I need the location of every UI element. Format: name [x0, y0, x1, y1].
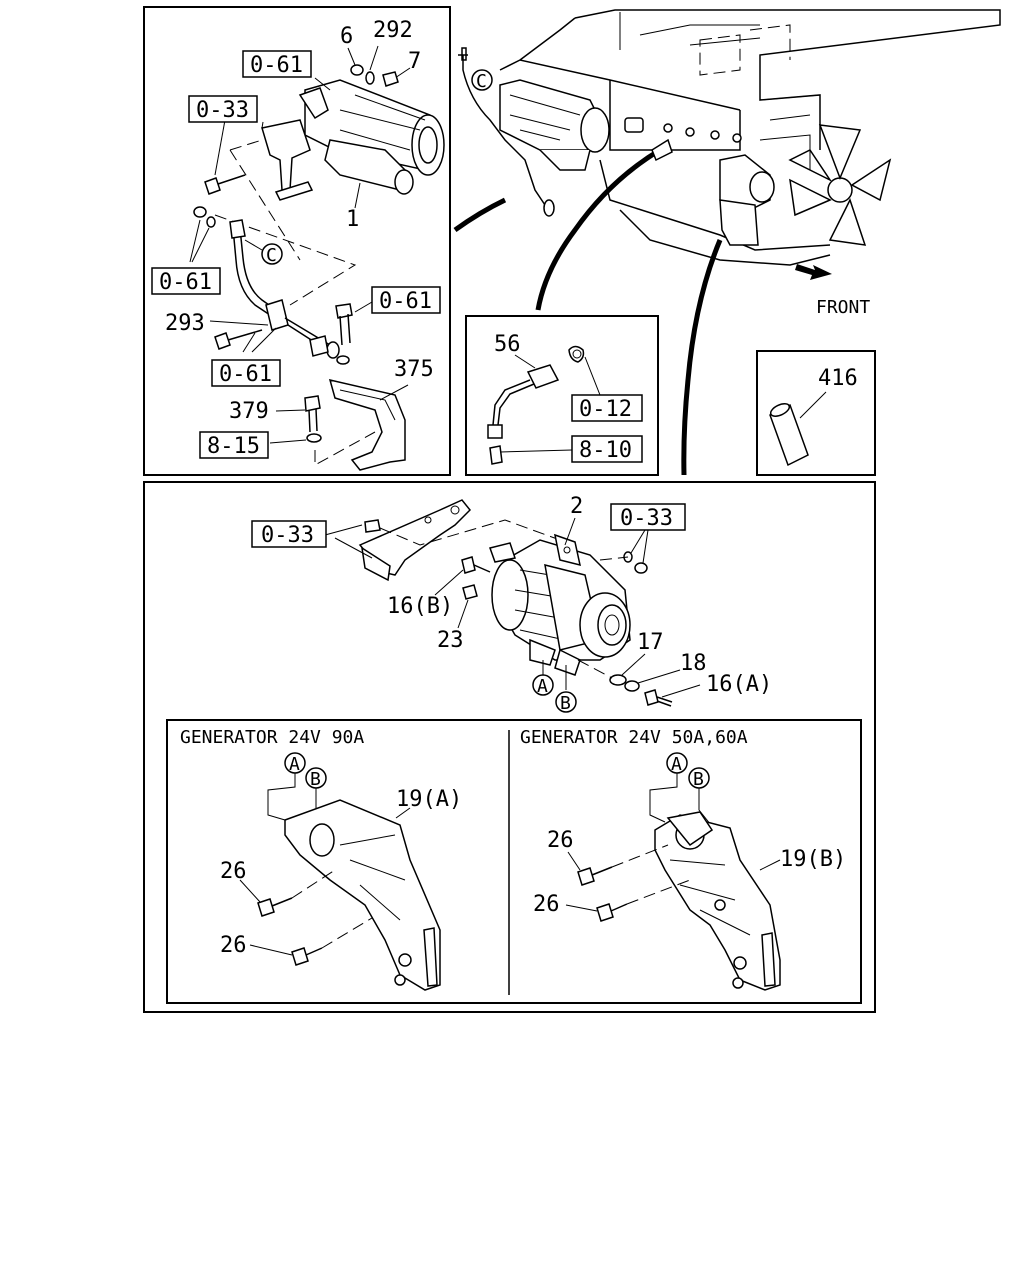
front-arrow-icon	[795, 264, 832, 280]
bracket-50a-26-bottom: 26	[533, 892, 560, 917]
generator-callout-a: A	[532, 674, 554, 697]
ref-0-12: 0-12	[579, 397, 632, 422]
part-7-label: 7	[408, 49, 421, 74]
svg-text:B: B	[693, 769, 704, 790]
part-293-label: 293	[165, 311, 205, 336]
bracket-90a: GENERATOR 24V 90A A B 19(A) 26 26	[180, 727, 462, 991]
generator-variants-frame	[166, 719, 862, 1004]
bracket-50a: GENERATOR 24V 50A,60A A B 19(B) 26 26	[520, 727, 846, 991]
fan-icon	[788, 124, 892, 246]
starter-callout-c: C	[261, 243, 283, 266]
part-16b-label: 16(B)	[387, 594, 453, 619]
bracket-50a-callout-a: A	[666, 752, 688, 775]
sensor-assembly: 56 0-12 8-10	[487, 332, 643, 465]
variant-50a-title: GENERATOR 24V 50A,60A	[520, 727, 748, 748]
ref-0-33-left: 0-33	[261, 523, 314, 548]
generator-assembly: 0-33 2 0-33 16(B) 23	[251, 494, 772, 714]
part-2-label: 2	[570, 494, 583, 519]
bracket-90a-26-bottom: 26	[220, 933, 247, 958]
part-19a-label: 19(A)	[396, 787, 462, 812]
front-label: FRONT	[816, 297, 870, 318]
bracket-90a-callout-b: B	[305, 767, 327, 790]
starter-panel-frame	[143, 6, 451, 476]
variant-90a-title: GENERATOR 24V 90A	[180, 727, 364, 748]
ref-0-61-top: 0-61	[250, 53, 303, 78]
part-416-label: 416	[818, 366, 858, 391]
part-23-label: 23	[437, 628, 464, 653]
part-6-label: 6	[340, 24, 353, 49]
sensor-panel-frame	[465, 315, 659, 476]
bracket-90a-callout-a: A	[284, 752, 306, 775]
svg-text:B: B	[560, 693, 571, 714]
ref-8-15: 8-15	[207, 434, 260, 459]
ref-0-33-right: 0-33	[620, 506, 673, 531]
ref-0-61-left: 0-61	[159, 270, 212, 295]
starter-assembly: 6 292 7 0-61 0-33 1 C 0-61 0-61 293 0-61…	[151, 18, 445, 471]
generator-panel-frame	[143, 481, 876, 1013]
part-16a-label: 16(A)	[706, 672, 772, 697]
svg-text:A: A	[671, 754, 682, 775]
bracket-90a-26-top: 26	[220, 859, 247, 884]
generator-callout-b: B	[555, 691, 577, 714]
svg-text:A: A	[289, 754, 300, 775]
svg-text:B: B	[310, 769, 321, 790]
svg-text:C: C	[266, 245, 277, 266]
part-18-label: 18	[680, 651, 707, 676]
sleeve-assembly: 416	[769, 366, 858, 467]
svg-text:C: C	[476, 71, 487, 92]
ref-0-33: 0-33	[196, 98, 249, 123]
part-19b-label: 19(B)	[780, 847, 846, 872]
part-17-label: 17	[637, 630, 664, 655]
ref-0-61-right: 0-61	[379, 289, 432, 314]
part-1-label: 1	[346, 207, 359, 232]
ref-0-61-bottom: 0-61	[219, 362, 272, 387]
bracket-50a-26-top: 26	[547, 828, 574, 853]
bracket-50a-callout-b: B	[688, 767, 710, 790]
engine-overview: FRONT C	[453, 9, 1001, 476]
part-375-label: 375	[394, 357, 434, 382]
engine-callout-c: C	[471, 69, 493, 92]
part-379-label: 379	[229, 399, 269, 424]
sleeve-panel-frame	[756, 350, 876, 476]
part-56-label: 56	[494, 332, 521, 357]
part-292-label: 292	[373, 18, 413, 43]
svg-text:A: A	[537, 676, 548, 697]
ref-8-10: 8-10	[579, 438, 632, 463]
